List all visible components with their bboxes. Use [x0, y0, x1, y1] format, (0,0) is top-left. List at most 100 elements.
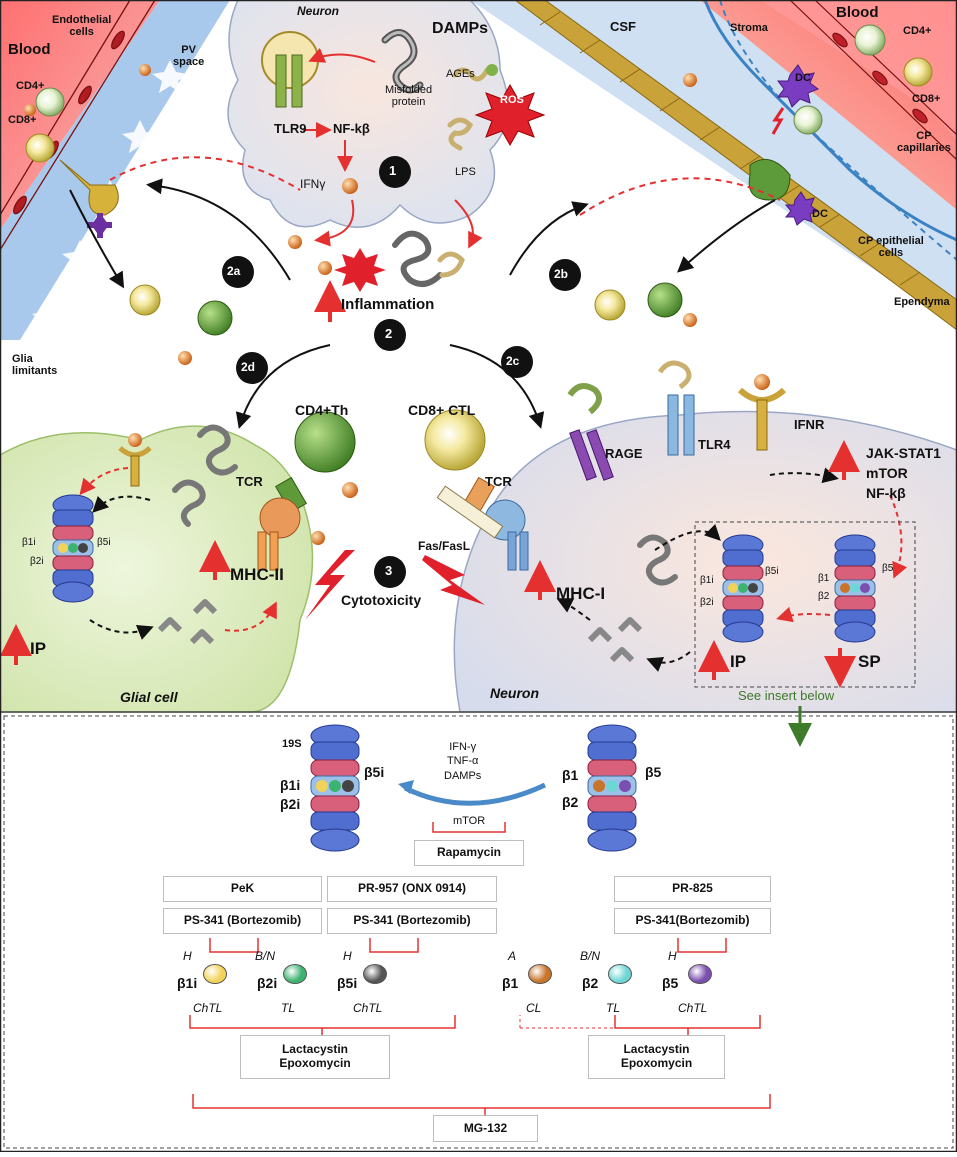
neuron-release-arrow-right [454, 199, 483, 249]
subunit-site-label: A [508, 949, 517, 963]
step-2a: 2a [227, 264, 241, 278]
ages-icon [452, 67, 490, 82]
arrow-2b-down [677, 199, 776, 273]
cp-epithelial-label: CP epithelial cells [858, 235, 924, 260]
step-2b: 2b [554, 267, 569, 281]
neuron-ip-label: IP [730, 652, 747, 671]
rage-receptor [567, 383, 614, 481]
insert-outline [694, 521, 916, 688]
pr825-box: PR-825 [614, 876, 771, 902]
subunit-activity-label: ChTL [353, 1001, 383, 1015]
subunit-name-label: β5 [662, 975, 679, 991]
subunit-activity-label: TL [281, 1001, 296, 1015]
blood-left-cd4-label: CD4+ [16, 80, 45, 92]
cd8ctl-label: CD8+ CTL [408, 402, 476, 418]
cd8-ctl-cell [424, 409, 529, 571]
subunit-site-label: H [183, 949, 192, 963]
step-2c: 2c [506, 354, 520, 368]
arrow-2d [235, 344, 331, 429]
step-3: 3 [385, 563, 393, 578]
blood-right-region [760, 0, 957, 140]
mhc2-label: MHC-II [230, 565, 284, 584]
glial-b1i: β1i [22, 537, 36, 548]
step-2: 2 [385, 326, 393, 341]
blood-left-cells [25, 87, 119, 238]
neuron-bottom-label: Neuron [490, 685, 539, 701]
glia-limitans-label: Glia limitants [12, 353, 58, 378]
subunit-site-label: H [343, 949, 352, 963]
ps341-box-b: PS-341 (Bortezomib) [327, 908, 497, 934]
subunit-ball [528, 964, 552, 984]
blood-right-label: Blood [836, 4, 879, 21]
neuron-peptides [587, 617, 643, 663]
subunit-activity-label: ChTL [678, 1001, 708, 1015]
cl-dashed-bracket [519, 1015, 615, 1029]
mtor-bracket [432, 822, 506, 833]
tcr-right-label: TCR [485, 474, 512, 489]
neuron-sp-label: SP [858, 652, 881, 671]
insert-b1: β1 [562, 767, 579, 783]
ifng-label: IFNγ [300, 177, 326, 191]
misfolded-label: Misfolded protein [385, 84, 433, 109]
insert-b1i: β1i [280, 777, 301, 793]
jak-stat-label: JAK-STAT1 [866, 445, 941, 461]
glial-cell-label: Glial cell [120, 689, 178, 705]
subunit-activity-label: CL [526, 1001, 542, 1015]
ps341-box-c: PS-341(Bortezomib) [614, 908, 771, 934]
rage-label: RAGE [605, 446, 643, 461]
inflammation-burst [334, 248, 386, 292]
inflammation-label: Inflammation [341, 296, 435, 313]
inhibitor-brackets [189, 938, 771, 1115]
step-1: 1 [389, 163, 397, 178]
glial-receptor [118, 433, 152, 487]
neuron-b1i: β1i [700, 575, 714, 586]
subunit-name-label: β1i [177, 975, 198, 991]
lactacystin-box-right: Lactacystin Epoxomycin [588, 1035, 725, 1079]
ifnr-receptor [737, 374, 787, 451]
subunit-name-label: β5i [337, 975, 358, 991]
blood-right-cells [748, 24, 933, 226]
subunit-site-label: H [668, 949, 677, 963]
migration-path-left [109, 156, 301, 191]
neuron-b5i: β5i [765, 566, 779, 577]
see-insert-label: See insert below [738, 688, 835, 703]
arrow-2b-up [509, 201, 589, 276]
cd4-th-cell [257, 411, 356, 571]
blood-left-label: Blood [8, 41, 51, 58]
ros-burst-icon [474, 83, 546, 147]
neuron-top-label: Neuron [297, 4, 339, 18]
subunit-name-label: β2 [582, 975, 599, 991]
proteasome-glial [52, 494, 94, 603]
cp-epithelial-line2 [719, 0, 957, 261]
csf-label: CSF [610, 19, 636, 34]
damps-to-tlr9-arrow [308, 47, 376, 63]
insert-panel-border [3, 715, 954, 1149]
mg132-box: MG-132 [433, 1115, 538, 1142]
tlr4-label: TLR4 [698, 437, 731, 452]
insert-b5i: β5i [364, 764, 385, 780]
pek-box: PeK [163, 876, 322, 902]
subunit-site-label: B/N [580, 949, 601, 963]
subunit-activity-label: TL [606, 1001, 621, 1015]
pr957-box: PR-957 (ONX 0914) [327, 876, 497, 902]
glial-protein-aggregates [172, 424, 238, 527]
cytotoxicity-label: Cytotoxicity [341, 592, 422, 608]
nfkb-neuron-label: NF-kβ [866, 485, 906, 501]
arrow-2a-up [146, 178, 291, 281]
damps-title: DAMPs [432, 20, 489, 37]
dc-icon-left [87, 212, 112, 238]
blood-right-cd8-label: CD8+ [912, 93, 941, 105]
ros-label: ROS [500, 94, 524, 106]
glial-b5i: β5i [97, 537, 111, 548]
cd4th-label: CD4+Th [295, 402, 349, 418]
ependyma-label: Ependyma [894, 296, 950, 308]
neuron-release-arrow-left [314, 199, 355, 247]
subunit-ball [363, 964, 387, 984]
ages-label: AGEs [446, 68, 475, 80]
insert-stimuli: IFN-γ TNF-α DAMPs [444, 741, 482, 782]
